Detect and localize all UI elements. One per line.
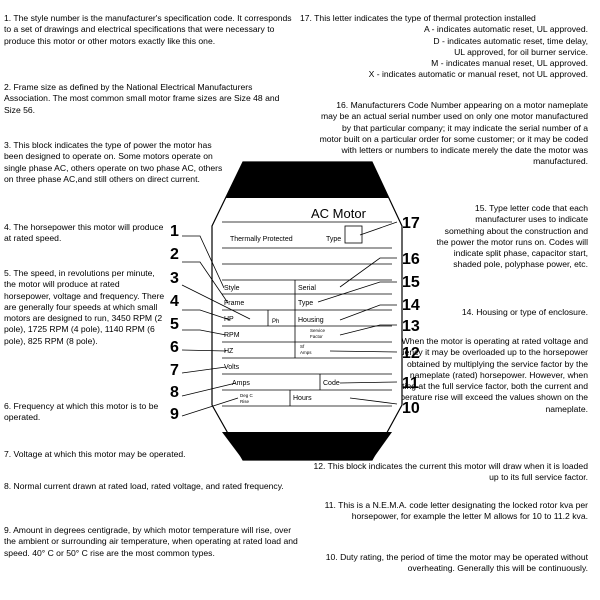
ph-label: Ph <box>272 319 279 325</box>
note-17-line-1: 17. This letter indicates the type of th… <box>300 13 536 23</box>
note-16: 16. Manufacturers Code Number appearing … <box>319 100 588 167</box>
note-17-line-4: UL approved, for oil burner service. <box>454 46 588 57</box>
callout-15: 15 <box>402 274 420 291</box>
note-8: 8. Normal current drawn at rated load, r… <box>4 481 284 491</box>
note-17-line-2: A - indicates automatic reset, UL approv… <box>423 24 588 35</box>
code-label: Code <box>323 380 340 387</box>
deg-rise-label-1: Deg C <box>240 393 254 398</box>
hours-label: Hours <box>293 395 312 402</box>
housing-label: Housing <box>298 317 324 324</box>
callout-4: 4 <box>170 293 179 310</box>
callout-5: 5 <box>170 316 179 333</box>
note-6: 6. Frequency at which this motor is to b… <box>4 401 159 423</box>
leader-lines-left <box>181 235 251 417</box>
note-14: 14. Housing or type of enclosure. <box>461 307 588 317</box>
deg-rise-label-2: Rise <box>240 399 249 404</box>
callout-1: 1 <box>170 223 179 240</box>
nameplate-title: AC Motor <box>311 206 367 221</box>
service-factor-label-1: Service <box>310 328 326 333</box>
callout-7: 7 <box>170 362 179 379</box>
frame-label: Frame <box>224 300 244 307</box>
note-1: 1. The style number is the manufacturer'… <box>4 13 292 46</box>
callout-2: 2 <box>170 246 179 263</box>
type2-label: Type <box>298 300 313 307</box>
hz-label: HZ <box>224 348 234 355</box>
note-9: 9. Amount in degrees centigrade, by whic… <box>4 525 298 558</box>
callout-9: 9 <box>170 406 179 423</box>
callout-14: 14 <box>402 297 420 314</box>
sf-amps-label-1: Sf <box>300 344 305 349</box>
callout-3: 3 <box>170 270 179 287</box>
note-12: 12. This block indicates the current thi… <box>313 461 589 483</box>
note-17-line-5: M - indicates manual reset, UL approved. <box>431 58 588 69</box>
service-factor-label-2: Factor <box>310 334 323 339</box>
note-15: 15. Type letter code that each manufactu… <box>436 203 588 270</box>
style-label: Style <box>224 285 240 292</box>
note-5: 5. The speed, in revolutions per minute,… <box>4 268 165 346</box>
rpm-label: RPM <box>224 332 240 339</box>
callout-8: 8 <box>170 384 179 401</box>
note-13: 13. When the motor is operating at rated… <box>380 336 588 414</box>
note-11: 11. This is a N.E.M.A. code letter desig… <box>324 500 588 522</box>
note-17-line-3: D - indicates automatic reset, time dela… <box>433 35 588 46</box>
callout-17: 17 <box>402 215 420 232</box>
note-4: 4. The horsepower this motor will produc… <box>4 222 164 244</box>
hp-label: HP <box>224 316 234 323</box>
note-10: 10. Duty rating, the period of time the … <box>325 552 588 574</box>
amps-label: Amps <box>232 380 250 387</box>
type-label: Type <box>326 236 341 243</box>
note-3: 3. This block indicates the type of powe… <box>4 140 223 184</box>
volts-label: Volts <box>224 364 240 371</box>
callout-6: 6 <box>170 339 179 356</box>
note-7: 7. Voltage at which this motor may be op… <box>4 449 186 459</box>
note-17: 17. This letter indicates the type of th… <box>300 13 588 81</box>
sf-amps-label-2: Amps <box>300 350 312 355</box>
thermally-protected-label: Thermally Protected <box>230 236 293 243</box>
nameplate-outline <box>211 161 403 461</box>
note-2: 2. Frame size as defined by the National… <box>4 82 280 115</box>
thermal-type-box <box>344 225 363 244</box>
note-17-line-6: X - indicates automatic or manual reset,… <box>368 69 588 80</box>
callout-13: 13 <box>402 318 420 335</box>
callout-16: 16 <box>402 251 420 268</box>
serial-label: Serial <box>298 285 316 292</box>
